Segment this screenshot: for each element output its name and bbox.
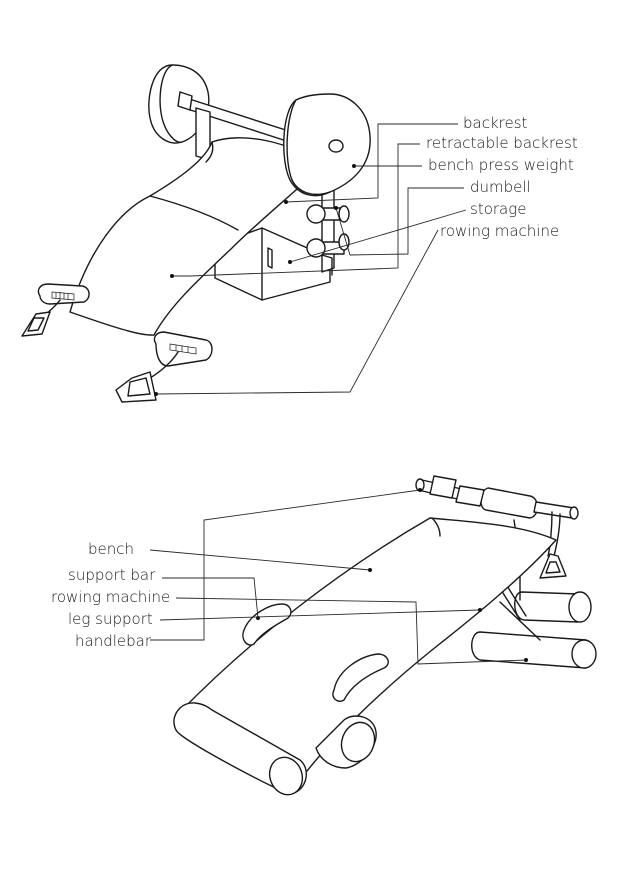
label-bench-press-weight: bench press weight — [428, 156, 574, 174]
rowing-handle-strap — [539, 511, 567, 579]
top-bench-pad — [69, 137, 323, 336]
top-bench-illustration — [21, 64, 371, 403]
bottom-bench-illustration — [173, 475, 597, 796]
label-storage: storage — [470, 200, 526, 218]
label-leg-support: leg support — [68, 610, 153, 628]
label-handlebar: handlebar — [75, 632, 152, 650]
bench-handle-top — [242, 603, 292, 646]
label-retractable-backrest: retractable backrest — [426, 134, 578, 152]
right-leg-rollers — [471, 591, 597, 669]
label-backrest: backrest — [463, 114, 528, 132]
bench-handle-bottom — [332, 653, 389, 702]
label-support-bar: support bar — [68, 566, 156, 584]
label-bench: bench — [88, 540, 134, 558]
label-rowing-machine-bottom: rowing machine — [51, 588, 170, 606]
label-rowing-machine-top: rowing machine — [440, 222, 559, 240]
bottom-leader-lines — [149, 488, 528, 665]
bottom-labels: bench support bar rowing machine leg sup… — [51, 540, 170, 650]
top-leader-lines — [154, 123, 467, 396]
top-roller-assembly — [415, 475, 579, 520]
bottom-foam-roller-back — [315, 715, 377, 769]
label-dumbell: dumbell — [470, 178, 531, 196]
storage-box — [214, 227, 331, 301]
top-labels: backrest retractable backrest bench pres… — [426, 114, 578, 240]
bottom-foam-roller-front — [173, 702, 308, 796]
top-right-foot-bar — [115, 331, 213, 403]
right-weight-plate — [283, 93, 371, 197]
top-left-foot-bar — [21, 283, 90, 337]
